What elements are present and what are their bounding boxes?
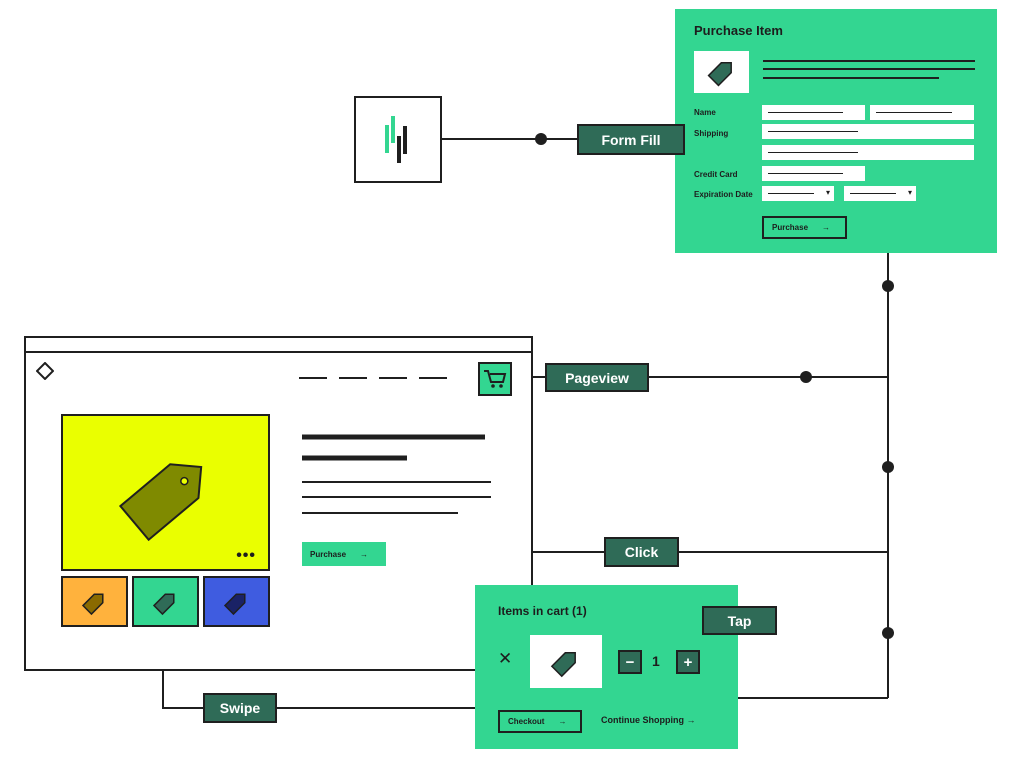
product-page-window: ••• Purchase → <box>24 336 533 671</box>
shipping-line2-field[interactable] <box>762 145 974 160</box>
product-purchase-button[interactable]: Purchase → <box>302 542 386 566</box>
node-trunk-middle <box>882 461 894 473</box>
arrow-right-icon: → <box>822 223 831 232</box>
expiration-year-select[interactable]: ▾ <box>844 186 916 201</box>
cart-title: Items in cart (1) <box>498 604 587 618</box>
chevron-down-icon: ▾ <box>907 188 912 197</box>
arrow-right-icon: → <box>360 549 369 559</box>
heap-logo-box <box>354 96 442 183</box>
purchase-form-panel: Purchase Item Name Shipping Credit Card … <box>675 9 997 253</box>
form-purchase-button[interactable]: Purchase → <box>762 216 847 239</box>
price-tag-icon <box>152 592 175 615</box>
price-tag-icon <box>118 463 203 542</box>
chevron-down-icon: ▾ <box>825 188 830 197</box>
form-title: Purchase Item <box>694 23 783 38</box>
quantity-value: 1 <box>652 653 660 669</box>
continue-shopping-label: Continue Shopping <box>601 715 684 725</box>
remove-item-icon[interactable]: ✕ <box>498 649 513 668</box>
last-name-field[interactable] <box>870 105 974 120</box>
cart-panel: Items in cart (1) ✕ − 1 + Checkout → Con… <box>475 585 738 749</box>
credit-card-field[interactable] <box>762 166 865 181</box>
form-fill-tag: Form Fill <box>577 124 685 155</box>
form-description-lines <box>763 60 975 79</box>
product-purchase-label: Purchase <box>310 549 347 559</box>
click-tag: Click <box>604 537 679 567</box>
product-image[interactable]: ••• <box>61 414 270 571</box>
price-tag-icon <box>81 592 104 615</box>
cart-icon <box>484 370 507 388</box>
arrow-right-icon: → <box>686 715 696 725</box>
arrow-right-icon: → <box>558 717 567 726</box>
first-name-field[interactable] <box>762 105 865 120</box>
expiration-month-select[interactable]: ▾ <box>762 186 834 201</box>
shipping-line1-field[interactable] <box>762 124 974 139</box>
diamond-icon <box>36 362 54 380</box>
thumbnail-green[interactable] <box>132 576 199 627</box>
product-description-lines <box>302 434 491 514</box>
price-tag-icon <box>223 592 246 615</box>
checkout-button[interactable]: Checkout → <box>498 710 582 733</box>
expiration-date-label: Expiration Date <box>694 190 753 199</box>
name-label: Name <box>694 108 716 117</box>
continue-shopping-link[interactable]: Continue Shopping → <box>601 715 696 725</box>
quantity-increase-button[interactable]: + <box>676 650 700 674</box>
swipe-tag: Swipe <box>203 693 277 723</box>
cart-item-thumbnail <box>530 635 602 688</box>
nav-menu-lines[interactable] <box>299 376 449 380</box>
credit-card-label: Credit Card <box>694 170 738 179</box>
cart-button[interactable] <box>478 362 512 396</box>
price-tag-icon <box>550 652 576 678</box>
price-tag-icon <box>707 62 732 87</box>
node-pageview <box>800 371 812 383</box>
node-trunk-top <box>882 280 894 292</box>
checkout-label: Checkout <box>508 717 545 726</box>
more-options-icon[interactable]: ••• <box>236 547 256 564</box>
shipping-label: Shipping <box>694 129 729 138</box>
pageview-tag: Pageview <box>545 363 649 392</box>
quantity-decrease-button[interactable]: − <box>618 650 642 674</box>
browser-title-bar <box>26 338 531 353</box>
thumbnail-blue[interactable] <box>203 576 270 627</box>
node-trunk-bottom <box>882 627 894 639</box>
form-product-thumbnail <box>694 51 749 93</box>
form-purchase-label: Purchase <box>772 223 809 232</box>
tap-tag: Tap <box>702 606 777 635</box>
heap-logo-icon <box>385 116 407 163</box>
node-form-fill <box>535 133 547 145</box>
thumbnail-orange[interactable] <box>61 576 128 627</box>
